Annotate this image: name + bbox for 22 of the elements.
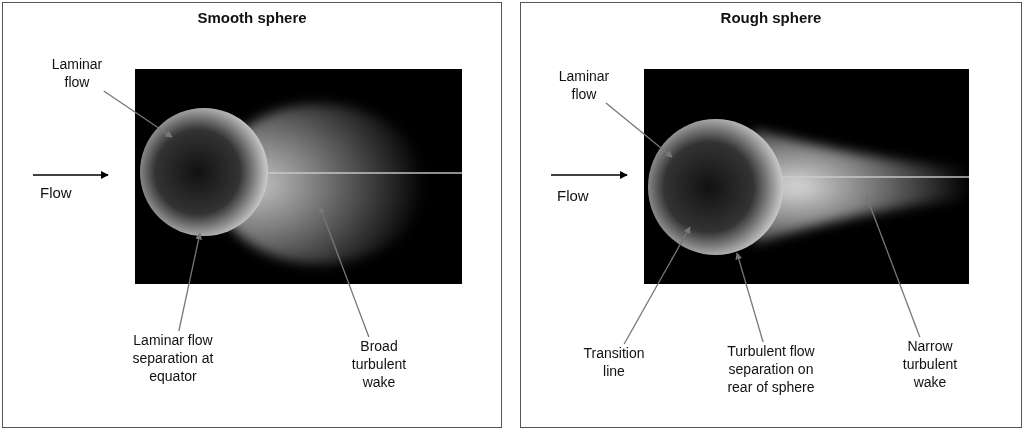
callout-label: Laminar flow xyxy=(553,67,615,103)
flow-label: Flow xyxy=(557,187,589,205)
callout-label: Narrow turbulent wake xyxy=(885,337,975,391)
callout-label: Laminar flow xyxy=(46,55,108,91)
leader-line xyxy=(178,232,203,332)
figure-panel xyxy=(520,2,1022,428)
sphere-flow-photo-drawing xyxy=(644,69,969,284)
leader-line xyxy=(318,206,370,338)
callout-label: Transition line xyxy=(574,344,654,380)
leader-line xyxy=(864,194,921,338)
panel-title: Rough sphere xyxy=(719,9,823,26)
panel-title: Smooth sphere xyxy=(196,9,308,26)
sphere-flow-photo-drawing xyxy=(135,69,462,284)
leader-line xyxy=(735,252,764,343)
leader-line xyxy=(605,102,673,158)
callout-label: Broad turbulent wake xyxy=(334,337,424,391)
leader-line xyxy=(623,226,691,345)
figure-panel xyxy=(2,2,502,428)
flow-label: Flow xyxy=(40,184,72,202)
callout-label: Turbulent flow separation on rear of sphere xyxy=(718,342,824,396)
callout-label: Laminar flow separation at equator xyxy=(125,331,221,385)
leader-line xyxy=(103,90,173,138)
